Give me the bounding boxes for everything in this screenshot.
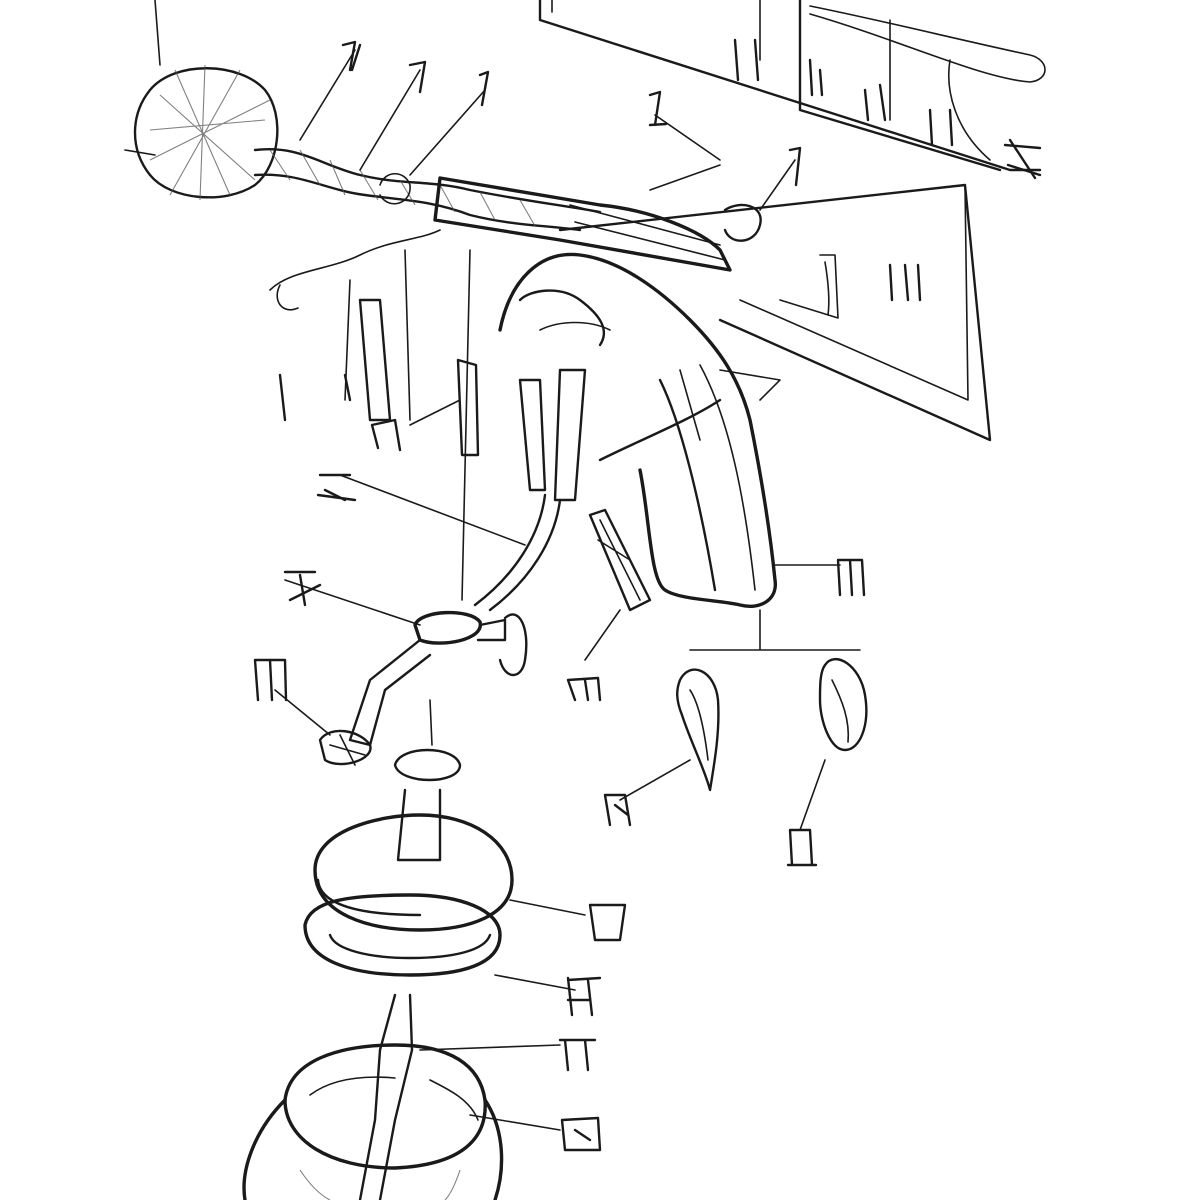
hose — [473, 493, 562, 612]
connector-cap — [393, 699, 462, 862]
linkage-rod — [253, 148, 602, 311]
lid-discs — [303, 813, 514, 977]
callout-marks — [253, 38, 1042, 1152]
back-plate — [558, 183, 992, 442]
top-right-panel — [538, 0, 1046, 172]
elbow-fitting — [318, 610, 528, 766]
mesh-ball — [124, 0, 279, 201]
paint-cup — [242, 1043, 504, 1200]
side-rods — [344, 249, 587, 601]
tool-body — [498, 252, 781, 608]
oval-parts — [676, 609, 868, 792]
tool-head — [433, 164, 762, 272]
leader-lines — [274, 49, 841, 1131]
dip-tube — [358, 993, 414, 1200]
bracket-clip — [588, 508, 652, 612]
